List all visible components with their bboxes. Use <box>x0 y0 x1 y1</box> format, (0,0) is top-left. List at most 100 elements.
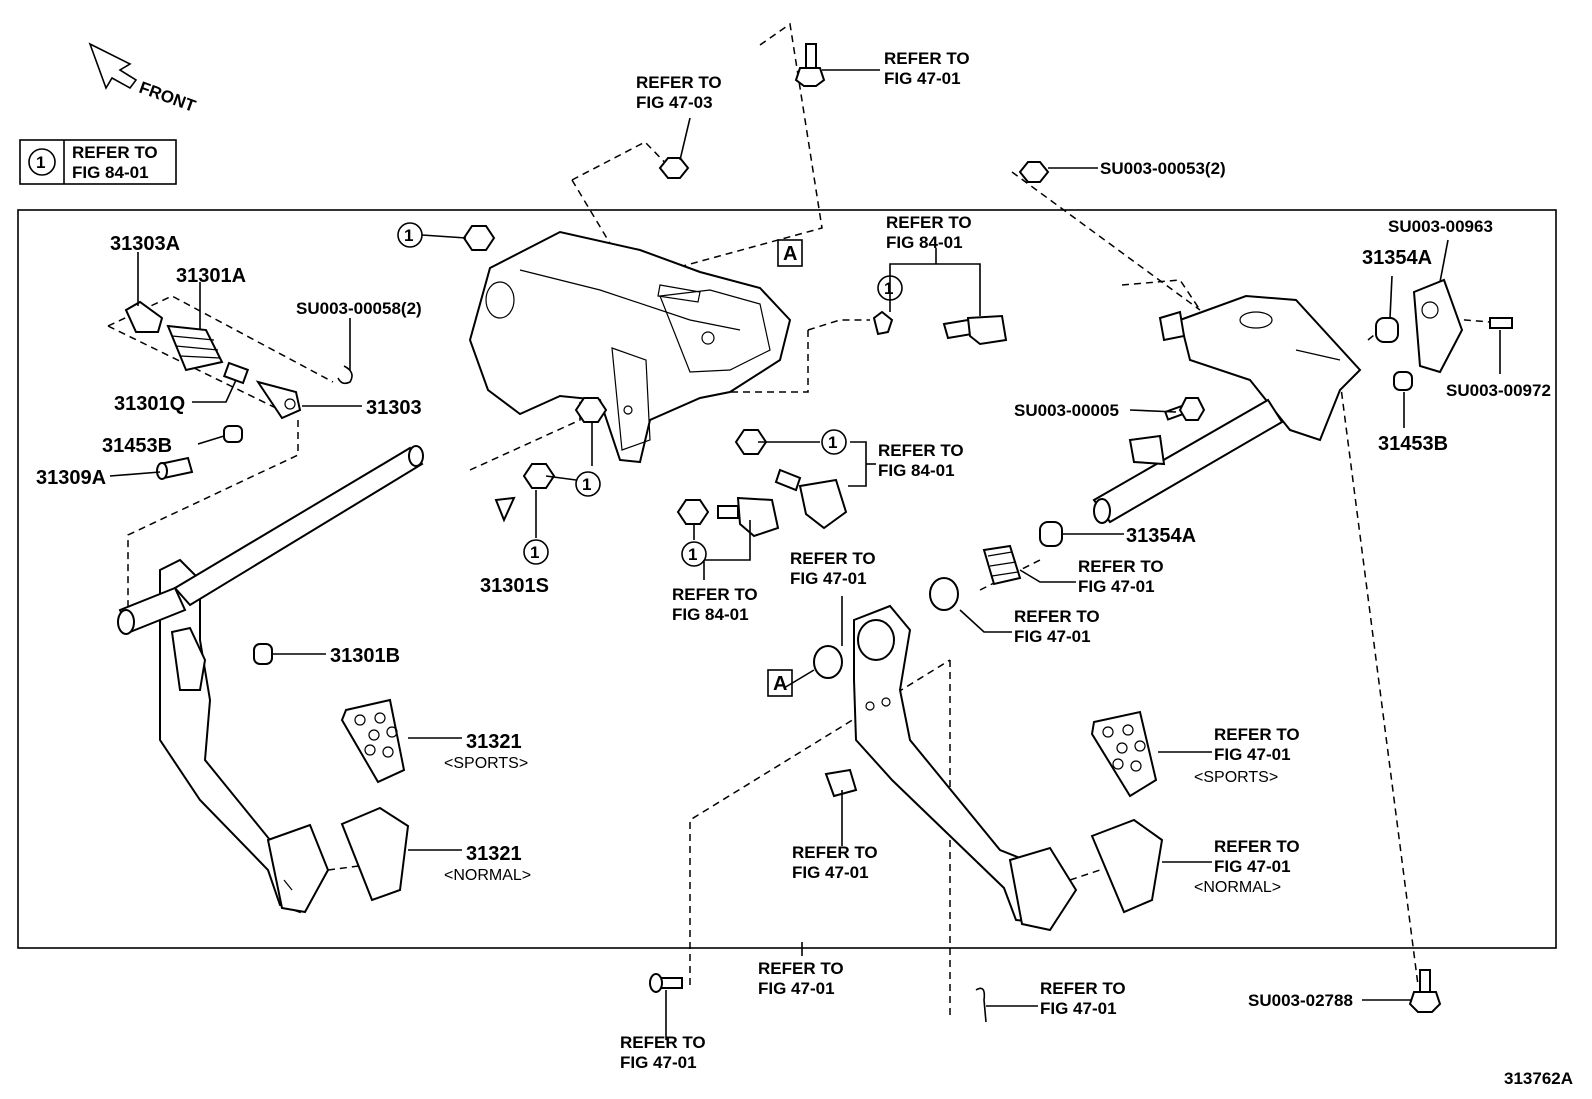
svg-text:A: A <box>773 673 787 695</box>
svg-text:REFER TO: REFER TO <box>792 843 878 862</box>
label-31354A-upper: 31354A <box>1362 247 1432 269</box>
ref-84-01-top-switch: REFER TO FIG 84-01 <box>886 213 972 252</box>
bushing-31453B-right <box>1393 371 1413 391</box>
label-31321-sports: 31321 <box>466 731 522 753</box>
ref-47-01-bottom-bolt: REFER TO FIG 47-01 <box>620 1033 706 1072</box>
clevis-pin-31303A <box>124 300 164 333</box>
svg-text:FIG 84-01: FIG 84-01 <box>672 605 749 624</box>
ref-47-01-collar: REFER TO FIG 47-01 <box>1014 607 1100 646</box>
ref-47-01-bushing-a: REFER TO FIG 47-01 <box>790 549 876 588</box>
svg-text:REFER TO: REFER TO <box>790 549 876 568</box>
clip-bottom-47-01 <box>975 987 987 1023</box>
svg-text:1: 1 <box>884 279 893 298</box>
svg-text:REFER TO: REFER TO <box>1078 557 1164 576</box>
stopper-31301B <box>253 643 273 665</box>
svg-text:REFER TO: REFER TO <box>672 585 758 604</box>
pedal-pad-sports-left <box>340 698 406 784</box>
pin-su00972 <box>1489 317 1513 329</box>
ref-47-01-spring: REFER TO FIG 47-01 <box>1078 557 1164 596</box>
bolt-bottom-47-01 <box>649 973 683 993</box>
svg-text:REFER TO: REFER TO <box>1040 979 1126 998</box>
svg-text:FIG 47-01: FIG 47-01 <box>1014 627 1091 646</box>
bushing-a <box>813 645 843 679</box>
nut-center-1 <box>574 397 608 423</box>
guide-lines <box>107 22 1491 1020</box>
svg-text:REFER TO: REFER TO <box>620 1033 706 1052</box>
label-su00058: SU003-00058(2) <box>296 299 422 318</box>
label-31301B: 31301B <box>330 645 400 667</box>
label-su00963: SU003-00963 <box>1388 217 1493 236</box>
circled-one-symbols: 1 1 1 1 1 1 <box>397 222 903 567</box>
label-normal-left: <NORMAL> <box>444 867 531 884</box>
svg-text:<NORMAL>: <NORMAL> <box>1194 879 1281 896</box>
svg-text:REFER TO: REFER TO <box>886 213 972 232</box>
bracket-tab <box>1128 434 1166 466</box>
label-31301S: 31301S <box>480 575 549 597</box>
svg-text:1: 1 <box>530 543 539 562</box>
bushing-31301Q <box>222 361 250 385</box>
ref-47-03-top: REFER TO FIG 47-03 <box>636 73 722 112</box>
nut-center-2 <box>522 463 556 489</box>
pedal-pad-sports-right <box>1090 710 1158 798</box>
svg-text:FIG 47-01: FIG 47-01 <box>792 863 869 882</box>
bolt-su02788 <box>1408 969 1442 1013</box>
svg-text:FIG 47-01: FIG 47-01 <box>1040 999 1117 1018</box>
leader-lines <box>109 69 1501 1040</box>
svg-text:1: 1 <box>404 226 413 245</box>
label-31354A-lower: 31354A <box>1126 525 1196 547</box>
svg-text:REFER TO: REFER TO <box>1014 607 1100 626</box>
ref-84-01-lower-switch: REFER TO FIG 84-01 <box>672 585 758 624</box>
svg-text:FIG 47-03: FIG 47-03 <box>636 93 713 112</box>
front-arrow-icon <box>88 42 138 90</box>
label-su00972: SU003-00972 <box>1446 381 1551 400</box>
svg-text:1: 1 <box>828 433 837 452</box>
svg-text:REFER TO: REFER TO <box>884 49 970 68</box>
svg-text:A: A <box>783 243 797 265</box>
spring-47-01 <box>982 544 1022 586</box>
legend-symbol: 1 <box>36 153 45 172</box>
ref-47-01-stopper: REFER TO FIG 47-01 <box>792 843 878 882</box>
nut-bracket-left <box>462 225 496 251</box>
svg-text:FIG 47-01: FIG 47-01 <box>758 979 835 998</box>
ref-47-01-bottom-clip: REFER TO FIG 47-01 <box>1040 979 1126 1018</box>
bolt-bracket-right <box>1158 310 1186 342</box>
svg-text:REFER TO: REFER TO <box>1214 725 1300 744</box>
front-label: FRONT <box>137 78 199 116</box>
legend-box: 1 REFER TO FIG 84-01 <box>19 139 177 185</box>
lever-su00963 <box>1412 278 1464 374</box>
svg-text:FIG 47-01: FIG 47-01 <box>1214 857 1291 876</box>
label-31321-normal: 31321 <box>466 843 522 865</box>
callout-a-top: A <box>777 239 803 267</box>
clip-31301S <box>494 496 516 523</box>
legend-line2: FIG 84-01 <box>72 163 149 182</box>
clevis-31303 <box>255 380 302 420</box>
label-su00005: SU003-00005 <box>1014 401 1119 420</box>
nut-switch-mid <box>734 429 768 455</box>
ref-47-01-top-bolt: REFER TO FIG 47-01 <box>884 49 970 88</box>
brake-pedal-arm <box>853 604 1078 932</box>
stopper-47-01 <box>824 768 858 798</box>
pedal-bracket <box>468 230 792 464</box>
collar-47-01-right <box>929 577 959 611</box>
bushing-31453B-left <box>223 425 243 443</box>
svg-text:FIG 47-01: FIG 47-01 <box>790 569 867 588</box>
spring-31301A <box>166 324 224 372</box>
label-31301A: 31301A <box>176 265 246 287</box>
ref-84-01-mid-switch: REFER TO FIG 84-01 <box>878 441 964 480</box>
bushing-31354A-lower <box>1039 521 1063 547</box>
ref-47-01-assembly: REFER TO FIG 47-01 <box>758 959 844 998</box>
ref-47-01-pad-sports: REFER TO FIG 47-01 <SPORTS> <box>1194 725 1300 786</box>
svg-text:REFER TO: REFER TO <box>878 441 964 460</box>
label-su02788: SU003-02788 <box>1248 991 1353 1010</box>
svg-text:REFER TO: REFER TO <box>758 959 844 978</box>
label-su00053: SU003-00053(2) <box>1100 159 1226 178</box>
nut-switch-lower <box>676 499 710 525</box>
clutch-shaft <box>173 445 424 607</box>
clutch-pedal-arm <box>117 558 330 914</box>
pin-31309A <box>156 456 194 480</box>
svg-text:1: 1 <box>688 545 697 564</box>
svg-text:FIG 47-01: FIG 47-01 <box>1078 577 1155 596</box>
nut-su00053 <box>1018 161 1050 183</box>
ref-47-01-pad-normal: REFER TO FIG 47-01 <NORMAL> <box>1194 837 1300 896</box>
